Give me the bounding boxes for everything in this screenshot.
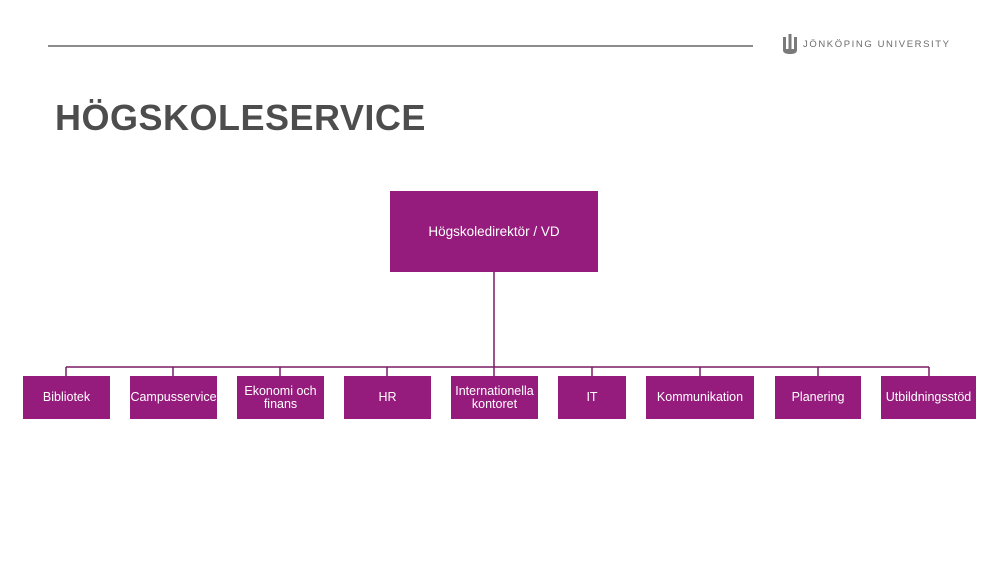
- org-node-campusservice: Campusservice: [130, 376, 217, 419]
- org-node-label: Kommunikation: [656, 390, 744, 404]
- org-node-planering: Planering: [775, 376, 861, 419]
- org-node-label: Utbildningsstöd: [885, 390, 972, 404]
- org-node-hr: HR: [344, 376, 431, 419]
- top-divider: [48, 45, 753, 47]
- org-node-label: Planering: [791, 390, 845, 404]
- org-node-label: IT: [586, 390, 598, 404]
- org-node-it: IT: [558, 376, 626, 419]
- org-node-internationella: Internationella kontoret: [451, 376, 538, 419]
- org-node-utbildningsstod: Utbildningsstöd: [881, 376, 976, 419]
- org-node-label: Högskoledirektör / VD: [428, 224, 560, 239]
- org-node-bibliotek: Bibliotek: [23, 376, 110, 419]
- org-node-label: Bibliotek: [42, 390, 91, 404]
- org-node-label: Campusservice: [130, 390, 217, 404]
- university-logo-text: JÖNKÖPING UNIVERSITY: [803, 38, 951, 50]
- org-node-kommunikation: Kommunikation: [646, 376, 754, 419]
- org-node-label: HR: [378, 390, 397, 404]
- org-node-ekonomi: Ekonomi och finans: [237, 376, 324, 419]
- org-node-root: Högskoledirektör / VD: [390, 191, 598, 272]
- university-logo: JÖNKÖPING UNIVERSITY: [783, 34, 951, 54]
- org-node-label: Ekonomi och finans: [244, 383, 317, 411]
- org-node-label: Internationella kontoret: [455, 383, 534, 411]
- page-title: HÖGSKOLESERVICE: [55, 97, 426, 138]
- university-logo-icon: [783, 34, 797, 54]
